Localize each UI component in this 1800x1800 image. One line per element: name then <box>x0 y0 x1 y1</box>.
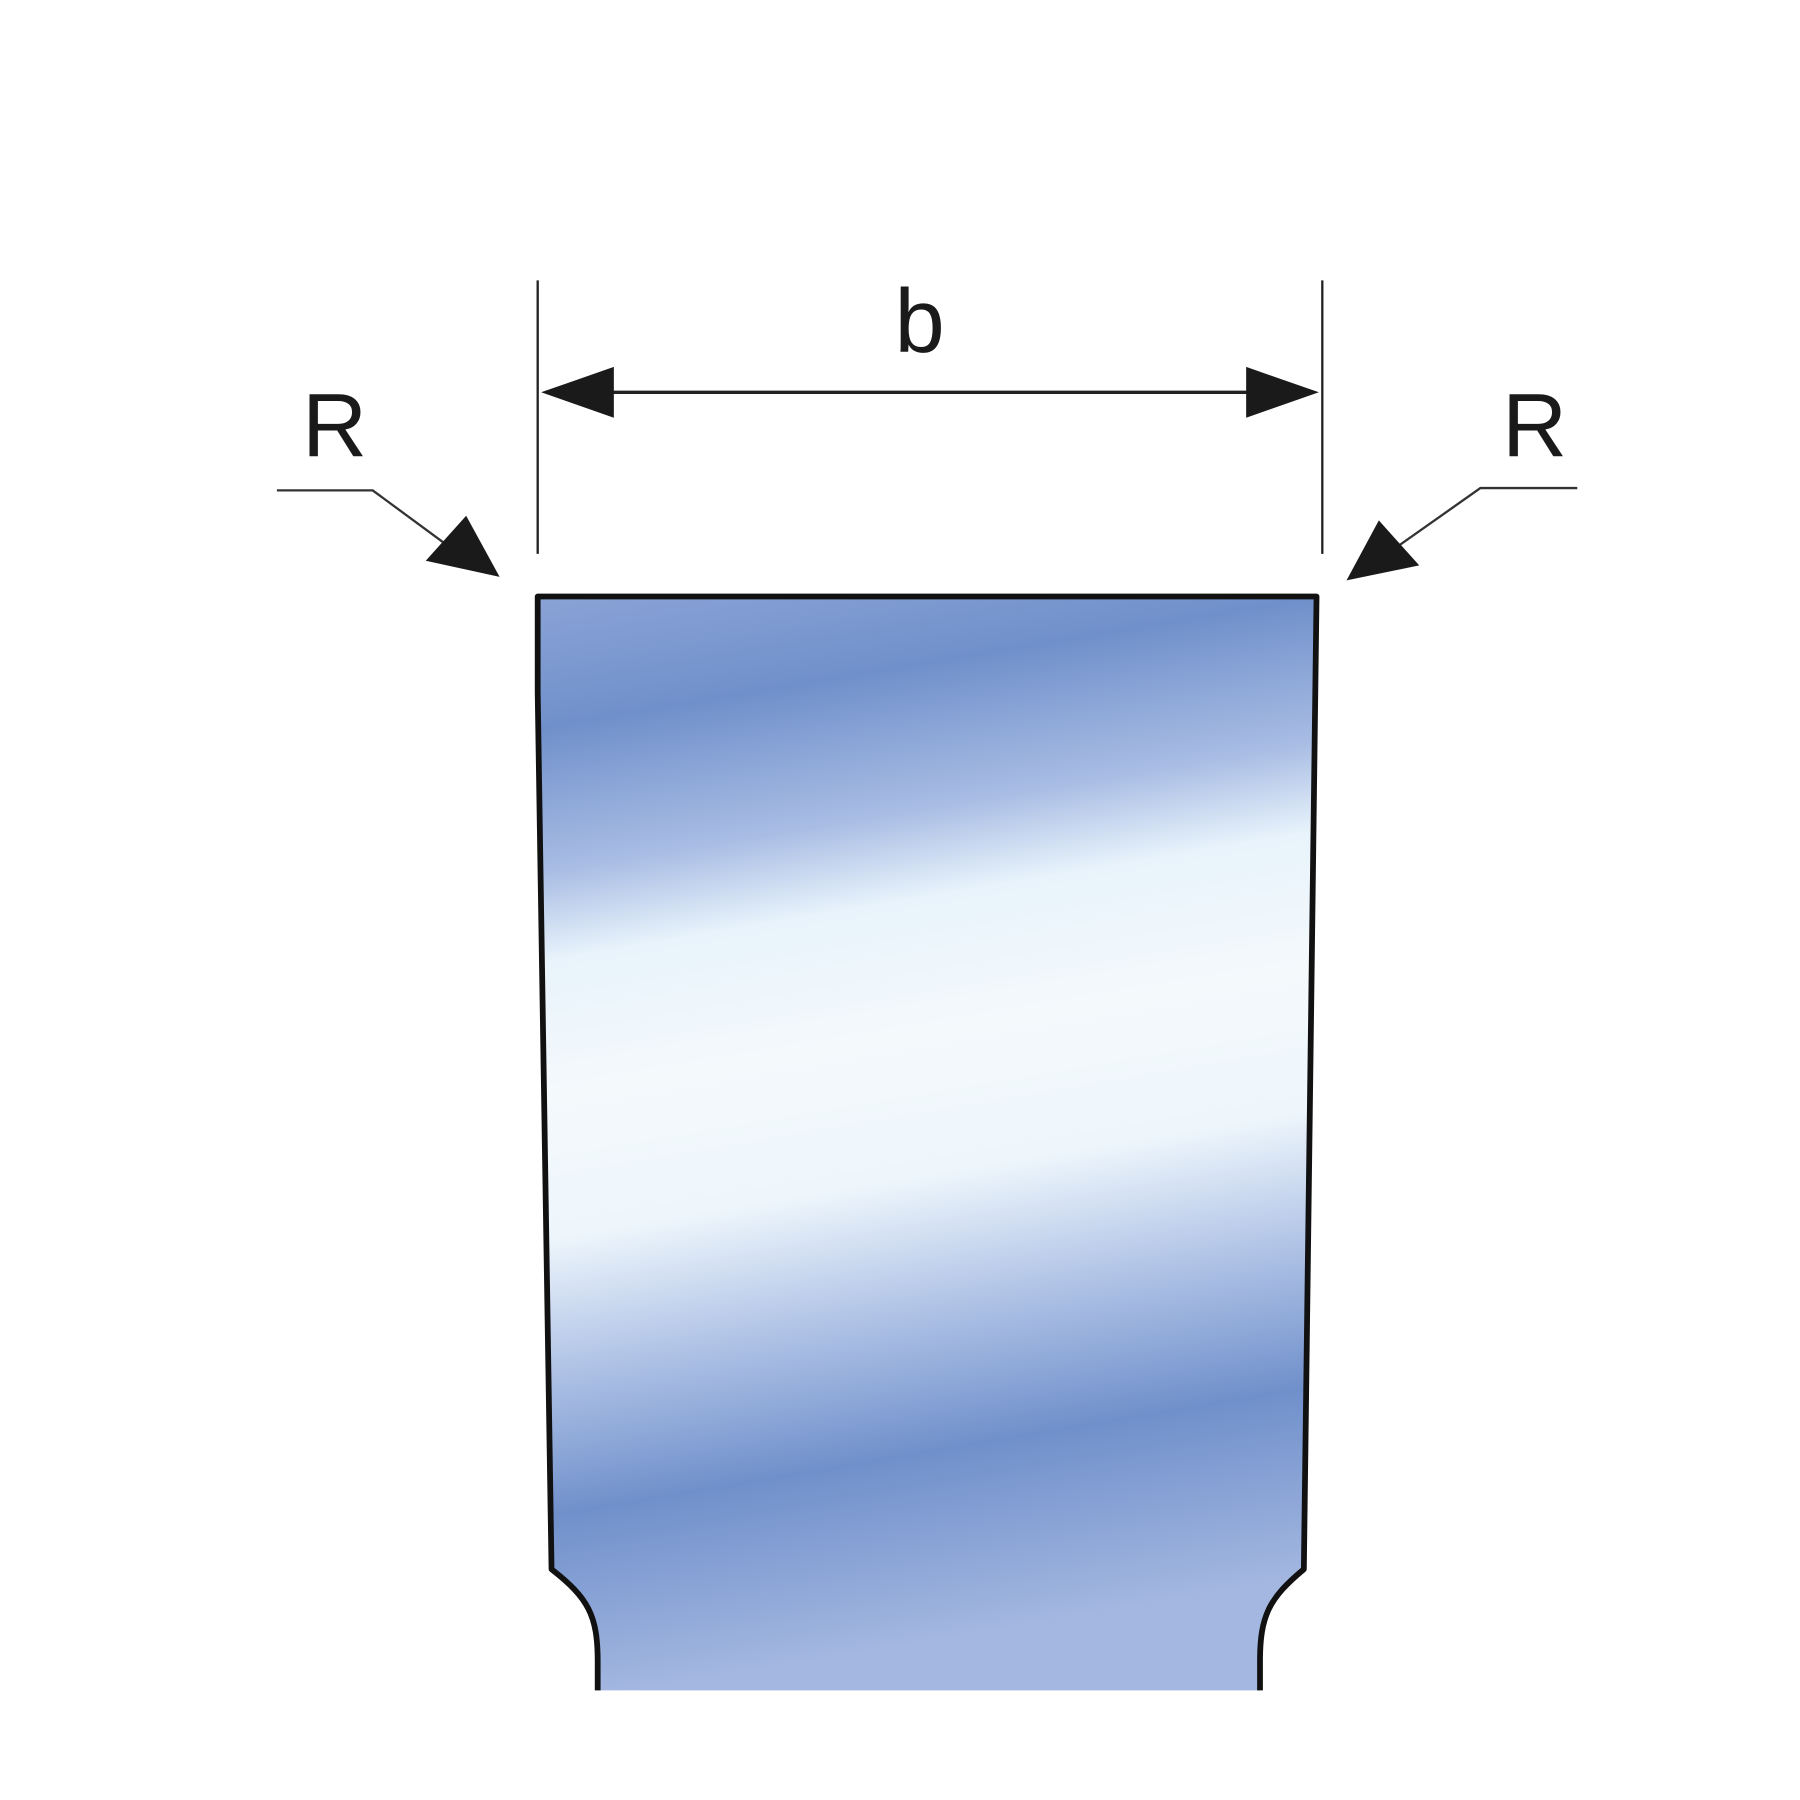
radius-leader-right <box>1389 486 1578 553</box>
profile-outline <box>534 593 1320 1691</box>
radius-arrow-left-icon <box>425 515 500 577</box>
profile-body <box>537 596 1317 1691</box>
radius-arrow-right-icon <box>1346 520 1420 581</box>
radius-label-left: R <box>302 376 367 476</box>
arrowhead-left-icon <box>541 366 614 418</box>
radius-leader-left <box>276 489 457 553</box>
radius-label-right: R <box>1502 376 1567 476</box>
width-label: b <box>895 272 945 372</box>
arrowhead-right-icon <box>1246 366 1319 418</box>
